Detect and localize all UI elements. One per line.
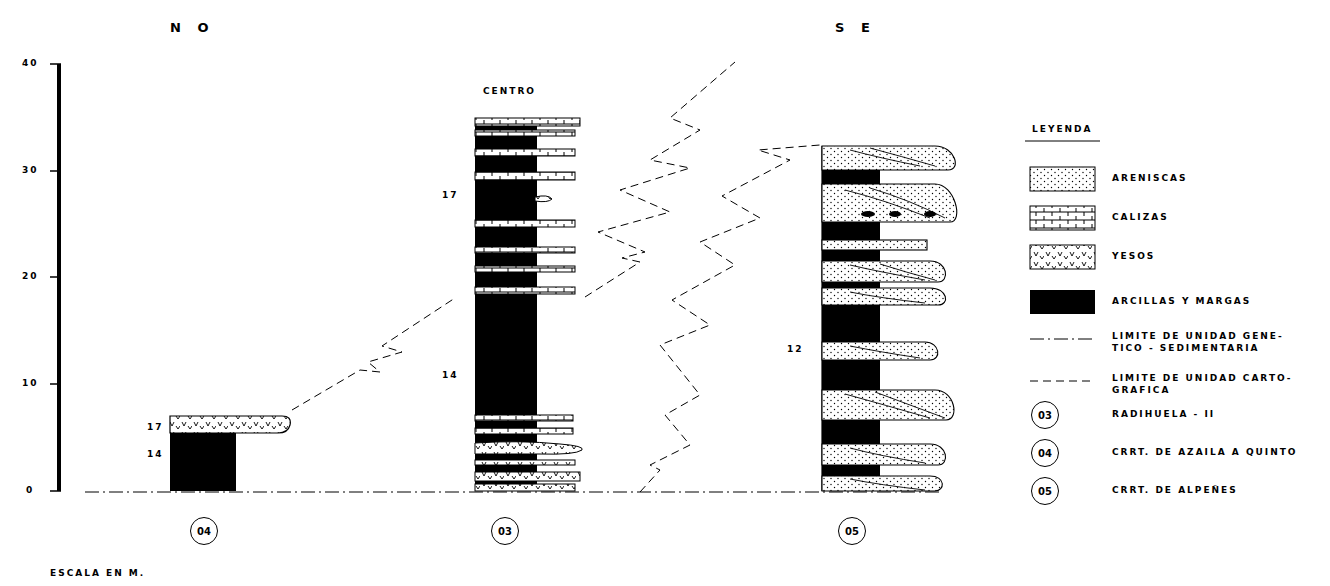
column-id: 05: [1038, 486, 1052, 497]
legend-text: CRRT. DE AZAILA A QUINTO: [1112, 447, 1298, 459]
axis-value: 30: [22, 165, 39, 177]
scale-note: ESCALA EN M.: [50, 568, 145, 580]
direction-label: N O: [170, 20, 214, 37]
legend-text: CALIZAS: [1112, 212, 1169, 224]
legend-text: ARENISCAS: [1112, 173, 1187, 185]
column-id-circle: 03: [1031, 401, 1059, 429]
column-id-circle: 03: [491, 517, 519, 545]
axis-value: 20: [22, 271, 39, 283]
column-id: 03: [498, 526, 512, 537]
cartographic-limit-sample: [1030, 381, 1095, 382]
genetic-limit-sample: [1030, 339, 1095, 340]
column-id-circle: 04: [1031, 439, 1059, 467]
legend-text: LIMITE DE UNIDAD GENE- TICO - SEDIMENTAR…: [1112, 331, 1297, 354]
gypsum-sample: [1030, 245, 1095, 269]
legend-text: CRRT. DE ALPEÑES: [1112, 485, 1238, 497]
column-id: 05: [845, 526, 859, 537]
legend-text: RADIHUELA - II: [1112, 409, 1215, 421]
unit-number: 12: [787, 344, 804, 356]
legend-text: YESOS: [1112, 251, 1155, 263]
unit-number: 14: [442, 370, 459, 382]
legend-text: LIMITE DE UNIDAD CARTO- GRAFICA: [1112, 373, 1297, 396]
column-title: CENTRO: [483, 86, 536, 98]
axis-value: 40: [22, 58, 39, 70]
column-id-circle: 05: [1031, 477, 1059, 505]
column-id: 04: [197, 526, 211, 537]
unit-number: 17: [442, 190, 459, 202]
unit-number: 14: [147, 449, 164, 461]
axis-value: 10: [22, 378, 39, 390]
column-id-circle: 05: [838, 517, 866, 545]
limestone-sample: [1030, 206, 1095, 230]
axis-value: 0: [26, 485, 34, 497]
legend-text: ARCILLAS Y MARGAS: [1112, 296, 1251, 308]
column-id: 04: [1038, 448, 1052, 459]
column-id-circle: 04: [190, 517, 218, 545]
column-id: 03: [1038, 410, 1052, 421]
sandstone-sample: [1030, 167, 1095, 191]
unit-number: 17: [147, 422, 164, 434]
legend-title: LEYENDA: [1032, 124, 1093, 136]
direction-label: S E: [835, 20, 876, 37]
legend-swatch: [1030, 290, 1095, 314]
